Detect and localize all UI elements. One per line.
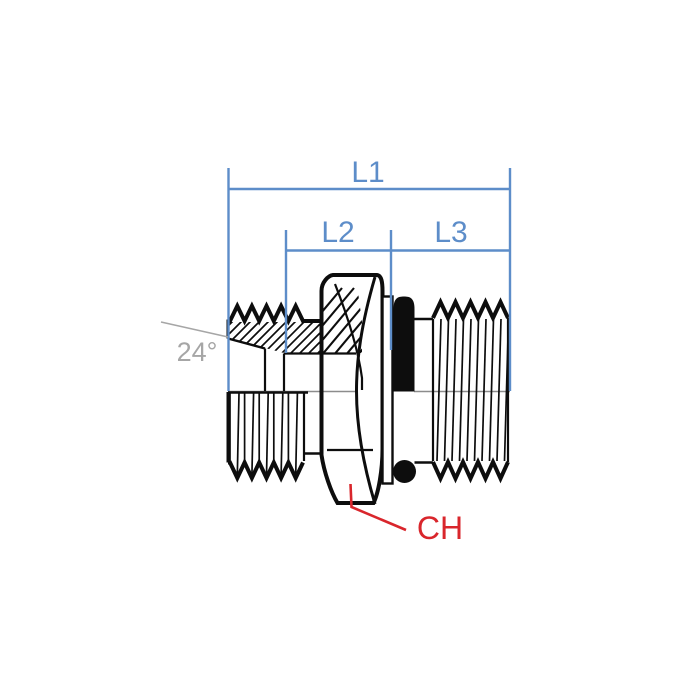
right-thread-top-crests [431, 297, 510, 323]
hex-nut [319, 273, 385, 505]
right-thread-flanks [436, 318, 510, 462]
angle-label: 24° [177, 337, 218, 367]
cone-seat-line [227, 337, 266, 350]
o-ring-section-lower [393, 460, 416, 483]
left-thread-top-crests [228, 301, 322, 326]
dimension-l2: L2 [284, 216, 510, 353]
hex-corner-crown-curve [354, 276, 377, 505]
right-male-thread [431, 297, 510, 484]
l1-label: L1 [351, 156, 384, 189]
right-thread-bottom-crests [431, 457, 510, 484]
l3-label: L3 [434, 216, 467, 249]
hex-crown-upper-curve [333, 283, 364, 390]
dimension-l3: L3 [389, 216, 468, 350]
washer-face-strip [381, 295, 394, 485]
body-neck [414, 317, 435, 464]
o-ring [393, 296, 416, 483]
fitting-drawing [226, 273, 510, 505]
l2-label: L2 [321, 216, 354, 249]
dimension-l1: L1 [227, 156, 512, 391]
angle-leader-line [160, 321, 229, 338]
wrench-size-annotation: CH [349, 483, 463, 546]
cone-angle-annotation: 24° [160, 321, 229, 367]
washer-face [381, 295, 394, 485]
dimensions: L1 L2 L3 [227, 156, 512, 391]
o-ring-section-upper [393, 296, 415, 392]
wrench-leader-line [349, 483, 407, 532]
left-thread-bottom-crests [228, 457, 305, 483]
left-thread-flanks [229, 392, 299, 477]
wrench-label: CH [417, 510, 463, 546]
hex-nut-fill [321, 275, 383, 503]
